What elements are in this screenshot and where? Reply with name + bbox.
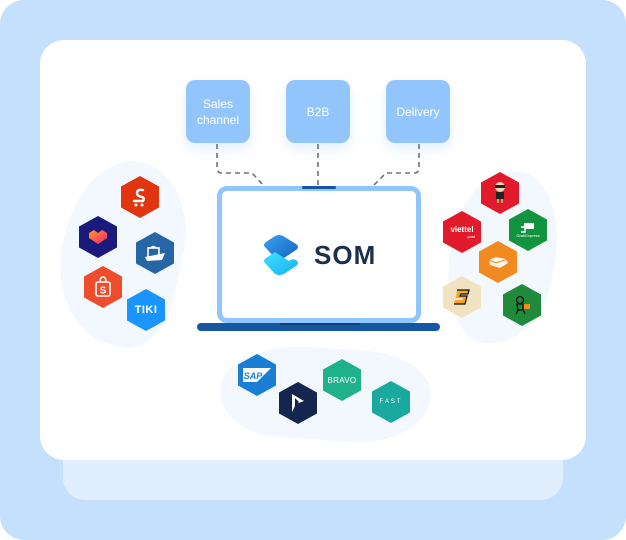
- laptop-base-groove: [280, 323, 360, 325]
- source-box-b2b: B2B: [286, 80, 350, 143]
- laptop-camera-notch: [302, 186, 336, 189]
- s-courier-icon: [443, 276, 481, 318]
- bravo-icon: BRAVO: [323, 359, 361, 401]
- box-courier-icon: [479, 241, 517, 283]
- source-box-label: Delivery: [396, 104, 440, 119]
- source-box-label: B2B: [306, 104, 330, 119]
- viettel-post-icon: viettel post: [443, 211, 481, 253]
- som-logo: SOM: [262, 234, 376, 276]
- source-box-delivery: Delivery: [386, 80, 450, 143]
- svg-text:S: S: [100, 286, 107, 297]
- svg-text:SAP: SAP: [244, 371, 264, 381]
- lazada-icon: [79, 216, 117, 258]
- som-logo-mark-icon: [264, 235, 298, 275]
- fast-icon: FAST: [372, 381, 410, 423]
- dynamics-icon: [279, 382, 317, 424]
- som-logo-text: SOM: [314, 239, 377, 270]
- laptop-base: [197, 323, 440, 331]
- shopee-icon: S: [84, 266, 122, 308]
